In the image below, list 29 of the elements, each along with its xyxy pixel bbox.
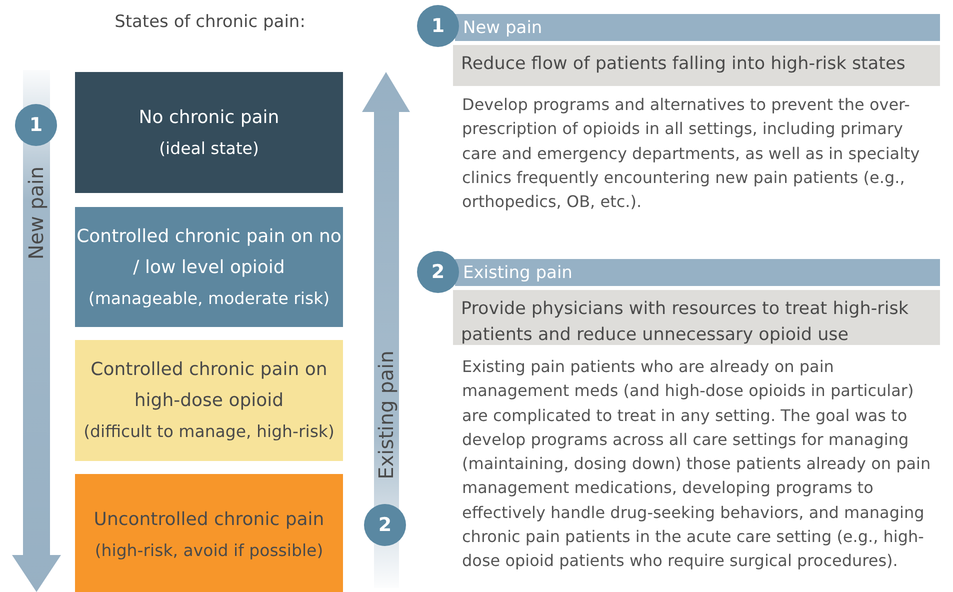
pain-state-box [75,474,343,592]
arrow-label: Existing pain [374,350,398,480]
section-heading: Existing pain [463,262,572,282]
state-name: Controlled chronic pain on no / low level opioid [76,224,342,280]
state-name: Uncontrolled chronic pain [94,508,324,532]
number-badge: 1 [417,5,459,47]
state-note: (ideal state) [159,138,259,160]
section-goal: Reduce flow of patients falling into high-risk states [461,54,906,74]
pain-state-box [75,72,343,193]
number-badge: 1 [15,104,57,146]
state-note: (difficult to manage, high-risk) [84,421,334,443]
pain-state-box [75,340,343,461]
subheading-box [453,290,940,345]
number-badge: 2 [417,251,459,293]
section-heading: New pain [463,18,542,38]
state-name: Controlled chronic pain on high-dose opioid [90,358,328,413]
number-badge: 2 [364,504,406,546]
pain-state-box [75,207,343,327]
header-band [455,259,940,286]
arrow-label: New pain [24,166,48,260]
section-goal: Provide physicians with resources to treat high-risk patients and reduce unnecessary opioid use [461,299,908,345]
state-name: No chronic pain [138,106,280,130]
description-text: Existing pain patients who are already on pain management meds (and high-dose opioids in particular) are complicated to treat in any setting. The goal was to develop programs across all care settings for managing (maintaining, dosing down) those patients already on pain management medications, developing programs to effectively handle drug-seeking behaviors, and managing chronic pain patients in the acute care setting (e.g., high-dose opioid patients who require surgical procedures). [462,356,932,572]
state-note: (high-risk, avoid if possible) [94,540,324,562]
diagram-title: States of chronic pain: [114,12,306,32]
header-band [455,14,940,41]
subheading-box [453,45,940,86]
state-note: (manageable, moderate risk) [88,288,330,310]
description-text: Develop programs and alternatives to prevent the over-prescription of opioids in all settings, including primary care and emergency departments, as well as in specialty clinics frequently encountering new pain patients (e.g., orthopedics, OB, etc.). [462,94,921,214]
